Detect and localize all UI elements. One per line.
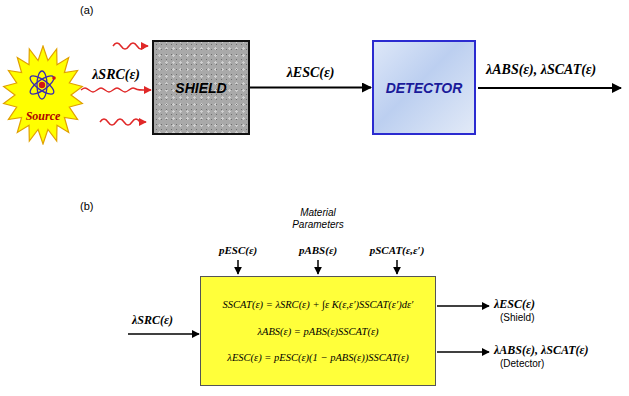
equation-text: λESC(ε) = pESC(ε)(1 − pABS(ε))SSCAT(ε) [227, 352, 408, 363]
node-label: SHIELD [175, 80, 226, 96]
parameter-label: pABS(ε) [299, 244, 337, 256]
source-illustration [2, 45, 84, 145]
input-arrow [317, 260, 319, 274]
parameter-label: pSCAT(ε,ε′) [370, 244, 425, 256]
source-burst: Source [2, 45, 84, 145]
output-note: (Shield) [500, 312, 534, 323]
atom-orbit [37, 71, 47, 99]
signal-label: λSRC(ε) [90, 67, 142, 83]
node-label: DETECTOR [386, 80, 463, 96]
node-label: Source [26, 109, 61, 124]
detector-box: DETECTOR [372, 40, 476, 135]
panel-label: (b) [80, 200, 93, 212]
equation-text: SSCAT(ε) = λSRC(ε) + ∫ε K(ε,ε′)SSCAT(ε′)… [223, 299, 414, 310]
atom-orbit [28, 73, 57, 97]
signal-arrow [250, 87, 371, 89]
equation-box: SSCAT(ε) = λSRC(ε) + ∫ε K(ε,ε′)SSCAT(ε′)… [200, 276, 436, 386]
output-note: (Detector) [500, 358, 544, 369]
shield-box: SHIELD [152, 40, 250, 135]
input-arrow [396, 260, 398, 274]
starburst [4, 46, 83, 144]
signal-label: λABS(ε), λSCAT(ε) [494, 343, 589, 358]
atom-electron [52, 76, 56, 80]
atom-orbit [28, 73, 57, 97]
signal-label: λABS(ε), λSCAT(ε) [486, 62, 596, 78]
output-arrow [437, 305, 489, 307]
signal-label: λESC(ε) [494, 297, 535, 312]
parameter-label: pESC(ε) [219, 244, 257, 256]
input-arrow [237, 260, 239, 274]
radiation-arrow [81, 88, 151, 92]
output-arrow [437, 351, 489, 353]
radiation-ray [113, 43, 148, 49]
panel-label: (a) [80, 4, 93, 16]
atom-nucleus [39, 82, 45, 88]
input-arrow [128, 333, 199, 335]
radiation-ray [100, 119, 146, 125]
output-arrow [478, 87, 621, 89]
group-heading: Material Parameters [285, 207, 351, 231]
signal-label: λSRC(ε) [132, 313, 173, 328]
signal-label: λESC(ε) [285, 65, 337, 81]
equation-text: λABS(ε) = pABS(ε)SSCAT(ε) [257, 326, 378, 337]
